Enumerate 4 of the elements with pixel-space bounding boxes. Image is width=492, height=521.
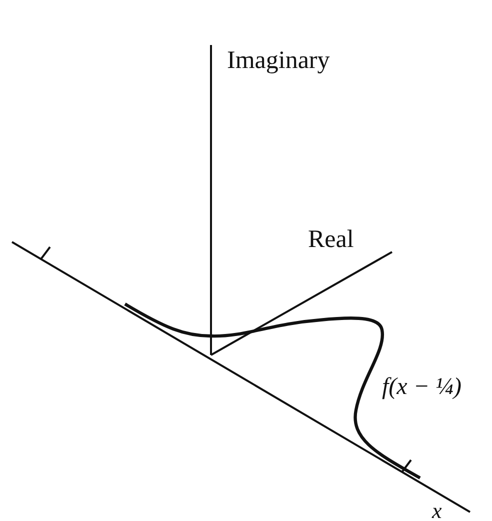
axis-label: Imaginary	[227, 48, 330, 73]
axis-label: Real	[308, 227, 354, 252]
axis-label: x	[432, 500, 442, 521]
function-label: f(x − ¼)	[382, 375, 462, 399]
